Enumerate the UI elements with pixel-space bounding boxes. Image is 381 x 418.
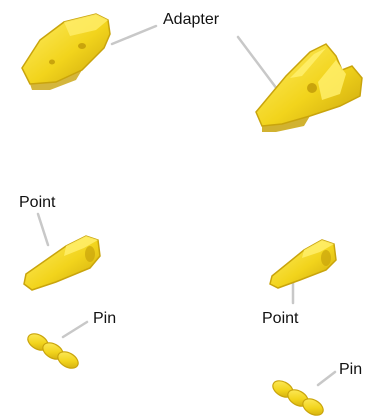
leader-line-adapter-large (236, 35, 282, 95)
leader-line-adapter-small (110, 24, 158, 46)
leader-line-point-left (36, 212, 50, 247)
adapter-part-small (21, 13, 111, 90)
adapter-part-large (255, 43, 363, 132)
pin-part-left (27, 333, 79, 369)
pin-part-right (272, 380, 324, 416)
label-adapter: Adapter (163, 11, 220, 28)
label-point-right: Point (262, 310, 299, 327)
label-point-left: Point (19, 194, 56, 211)
point-part-right (269, 239, 337, 289)
label-pin-right: Pin (339, 361, 363, 378)
leader-line-pin-left (61, 320, 89, 339)
leader-line-pin-right (316, 370, 337, 387)
point-part-left (23, 235, 101, 291)
label-pin-left: Pin (93, 310, 117, 327)
